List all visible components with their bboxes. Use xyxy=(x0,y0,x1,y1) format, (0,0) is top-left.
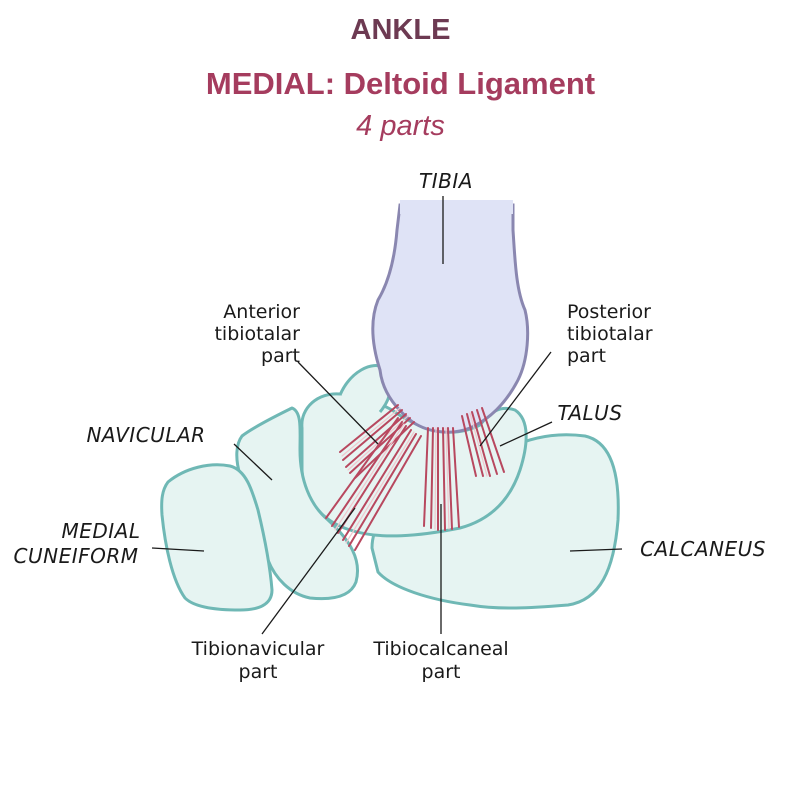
tibionavicular-label-line1: Tibionavicular xyxy=(191,638,325,660)
medial-cuneiform-label-line1: MEDIAL xyxy=(61,519,140,543)
tibia-shaft-cut xyxy=(400,200,513,214)
anterior-tibiotalar-label-line1: Anterior xyxy=(223,301,300,323)
anterior-tibiotalar-label-line2: tibiotalar xyxy=(214,323,300,345)
posterior-tibiotalar-label-line3: part xyxy=(567,345,606,367)
anterior-tibiotalar-leader xyxy=(297,361,379,445)
region-title: ANKLE xyxy=(350,14,451,46)
tibionavicular-ligament xyxy=(325,417,422,551)
posterior-tibiotalar-label: Posterior tibiotalar part xyxy=(567,301,653,367)
calcaneus-label: CALCANEUS xyxy=(640,537,766,561)
calcaneus-leader xyxy=(569,548,623,552)
tibiocalcaneal-label: Tibiocalcaneal part xyxy=(372,638,508,683)
tibia-label: TIBIA xyxy=(419,169,473,193)
diagram-subtitle: MEDIAL: Deltoid Ligament xyxy=(205,66,596,101)
navicular-label: NAVICULAR xyxy=(86,423,205,447)
tibionavicular-label-line2: part xyxy=(239,661,278,683)
posterior-tibiotalar-ligament xyxy=(461,407,505,477)
medial-cuneiform-bone xyxy=(160,463,274,612)
posterior-tibiotalar-leader xyxy=(479,351,552,447)
tibiocalcaneal-ligament xyxy=(423,427,460,531)
navicular-leader xyxy=(233,443,273,481)
talus-leader xyxy=(499,421,553,447)
tibionavicular-label: Tibionavicular part xyxy=(191,638,325,683)
anterior-tibiotalar-label-line3: part xyxy=(261,345,300,367)
tibiocalcaneal-label-line2: part xyxy=(422,661,461,683)
posterior-tibiotalar-label-line2: tibiotalar xyxy=(567,323,653,345)
tibia-bone xyxy=(371,203,530,434)
anterior-tibiotalar-label: Anterior tibiotalar part xyxy=(214,301,300,367)
tibiocalcaneal-label-line1: Tibiocalcaneal xyxy=(372,638,508,660)
talus-label: TALUS xyxy=(557,401,622,425)
tibionavicular-leader xyxy=(261,507,356,635)
parts-count-caption: 4 parts xyxy=(356,110,445,142)
medial-cuneiform-leader xyxy=(151,547,205,552)
anterior-tibiotalar-ligament xyxy=(339,404,415,479)
posterior-tibiotalar-label-line1: Posterior xyxy=(567,301,651,323)
medial-cuneiform-label-line2: CUNEIFORM xyxy=(14,544,139,568)
